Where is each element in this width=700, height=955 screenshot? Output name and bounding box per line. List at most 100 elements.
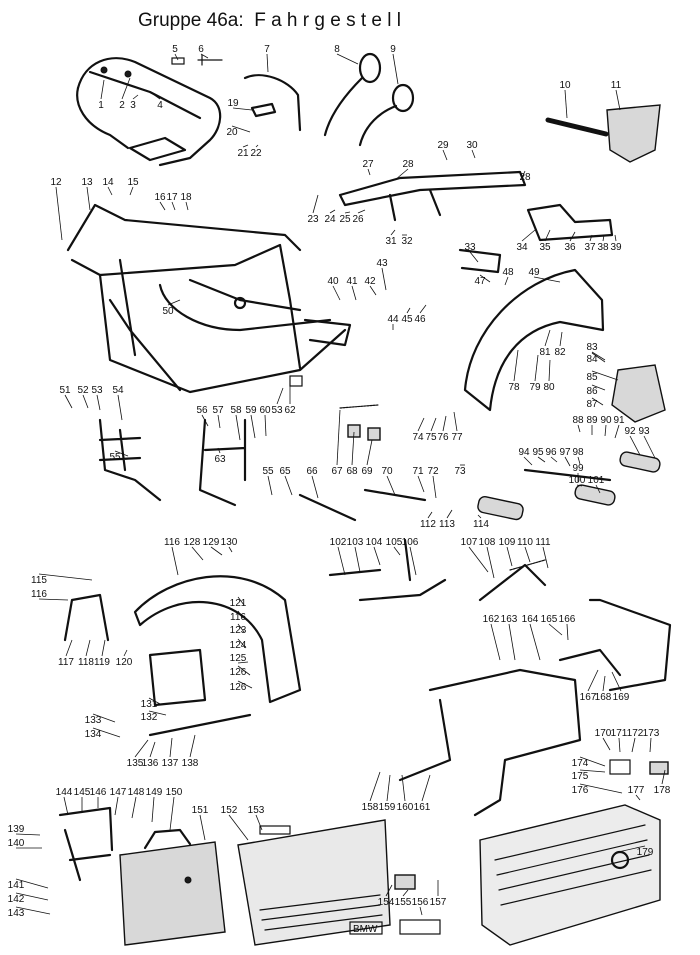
- rod-icon: [298, 493, 357, 522]
- part-number-label: 112: [420, 519, 436, 530]
- bolt-icon: [171, 57, 185, 65]
- leader-line: [169, 737, 173, 758]
- leader-line: [267, 475, 273, 496]
- leader-line: [591, 384, 606, 391]
- leader-line: [604, 424, 607, 437]
- leader-line: [446, 509, 453, 519]
- leader-line: [521, 229, 536, 242]
- leader-line: [15, 906, 51, 915]
- leader-line: [15, 878, 49, 889]
- part-number-label: 53: [271, 405, 283, 416]
- leader-line: [442, 149, 448, 161]
- leader-line: [357, 209, 366, 214]
- part-number-label: 89: [586, 415, 598, 426]
- part-number-label: 86: [586, 386, 598, 397]
- mirror-icon: [323, 52, 415, 147]
- part-number-label: 5: [172, 44, 178, 55]
- part-number-label: 39: [610, 242, 622, 253]
- part-number-label: 81: [539, 347, 551, 358]
- leader-line: [417, 475, 425, 493]
- part-number-label: 18: [180, 192, 192, 203]
- part-number-label: 46: [414, 314, 426, 325]
- part-number-label: 103: [347, 537, 364, 548]
- leader-line: [63, 796, 69, 816]
- leader-line: [392, 53, 399, 85]
- part-number-label: 28: [402, 159, 414, 170]
- leader-line: [595, 484, 601, 494]
- part-number-label: 116: [31, 589, 47, 600]
- part-number-label: 151: [192, 805, 209, 816]
- part-number-label: 153: [248, 805, 265, 816]
- part-number-label: 69: [361, 466, 373, 477]
- part-number-label: 70: [381, 466, 393, 477]
- leader-line: [148, 710, 167, 716]
- footrest-bar-icon: [523, 468, 612, 482]
- leader-line: [284, 475, 293, 496]
- leader-line: [65, 639, 73, 657]
- part-number-label: 116: [164, 537, 180, 548]
- part-number-label: 156: [412, 897, 429, 908]
- reflector-plate-icon: [611, 364, 666, 423]
- part-number-label: 1: [98, 100, 104, 111]
- part-number-label: 88: [572, 415, 584, 426]
- part-number-label: 15: [127, 177, 139, 188]
- part-number-label: 20: [226, 127, 238, 138]
- part-number-label: 28: [519, 172, 531, 183]
- lever-icon: [403, 538, 412, 582]
- part-number-label: 58: [230, 405, 242, 416]
- leader-line: [336, 53, 359, 65]
- part-number-label: 174: [572, 758, 589, 769]
- side-cover-icon: [606, 104, 661, 163]
- leader-line: [242, 144, 249, 148]
- part-number-label: 130: [221, 537, 238, 548]
- part-number-label: 77: [451, 432, 463, 443]
- leader-line: [114, 450, 129, 457]
- part-number-label: 93: [638, 426, 650, 437]
- part-number-label: 16: [154, 192, 166, 203]
- leader-line: [629, 435, 641, 456]
- part-number-label: 66: [306, 466, 318, 477]
- leader-line: [64, 394, 73, 409]
- part-number-label: 138: [182, 758, 199, 769]
- leader-line: [479, 274, 491, 283]
- leader-line: [631, 737, 636, 753]
- part-number-label: 91: [613, 415, 625, 426]
- part-number-label: 126: [230, 667, 247, 678]
- leader-line: [559, 331, 563, 347]
- brace-icon: [148, 713, 252, 737]
- part-number-label: 129: [203, 537, 220, 548]
- part-number-label: 94: [518, 447, 530, 458]
- leader-line: [477, 514, 482, 519]
- part-number-label: 62: [284, 405, 296, 416]
- part-number-label: 41: [346, 276, 358, 287]
- part-number-label: 92: [624, 426, 636, 437]
- leader-line: [643, 435, 656, 459]
- part-number-label: 25: [339, 214, 351, 225]
- part-number-label: 110: [517, 537, 533, 548]
- leader-line: [117, 394, 123, 421]
- leader-line: [430, 417, 437, 432]
- leader-line: [255, 814, 263, 831]
- leader-line: [611, 671, 622, 692]
- leader-line: [442, 415, 447, 432]
- part-number-label: 172: [627, 728, 644, 739]
- leader-line: [114, 796, 119, 816]
- leader-line: [579, 783, 623, 794]
- leader-line: [351, 285, 357, 301]
- leader-line: [579, 756, 606, 767]
- leader-line: [228, 546, 233, 553]
- part-number-label: 137: [162, 758, 179, 769]
- part-number-label: 146: [90, 787, 107, 798]
- part-number-label: 166: [559, 614, 576, 625]
- leader-line: [453, 411, 458, 432]
- part-number-label: 121: [230, 598, 247, 609]
- fender-icon: [463, 268, 605, 412]
- leader-line: [524, 546, 531, 563]
- part-number-label: 22: [250, 148, 262, 159]
- leader-line: [121, 77, 131, 100]
- part-number-label: 74: [412, 432, 424, 443]
- leader-line: [336, 409, 341, 466]
- leader-line: [231, 125, 251, 133]
